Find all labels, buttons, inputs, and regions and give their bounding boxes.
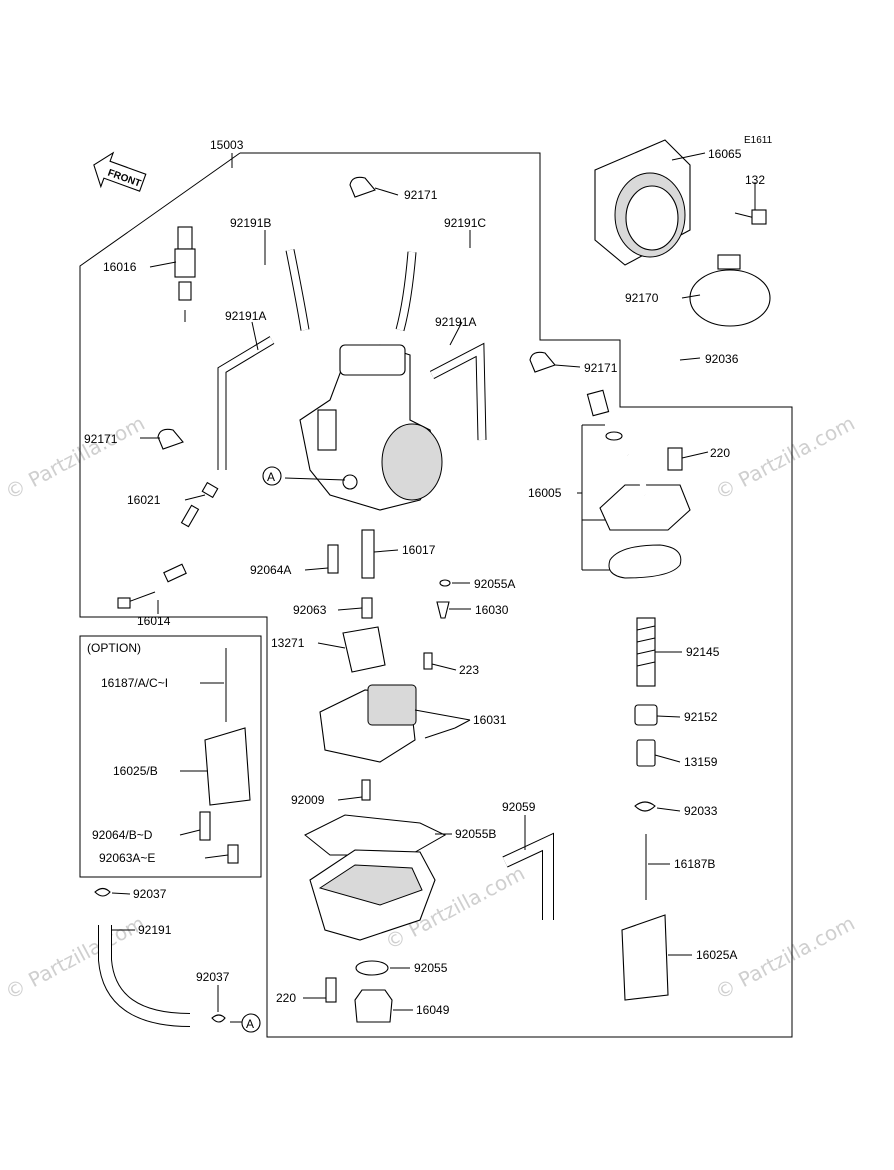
label-92171-mid: 92171 xyxy=(584,361,618,375)
label-16014: 16014 xyxy=(137,614,171,628)
label-92191c: 92191C xyxy=(444,216,486,230)
label-16065: 16065 xyxy=(708,147,742,161)
label-223: 223 xyxy=(459,663,479,677)
label-15003: 15003 xyxy=(210,138,244,152)
ref-mark-a-bottom: A xyxy=(241,1013,261,1033)
label-92145: 92145 xyxy=(686,645,720,659)
label-92170: 92170 xyxy=(625,291,659,305)
intake-adapter xyxy=(594,139,691,266)
watermark-bottom-left: © Partzilla.com xyxy=(1,911,149,1005)
clips-92171 xyxy=(157,176,556,450)
bolt-132 xyxy=(734,209,767,225)
label-92171-left: 92171 xyxy=(84,432,118,446)
label-92064-option: 92064/B~D xyxy=(92,828,153,842)
label-16025-option: 16025/B xyxy=(113,764,158,778)
label-16025a: 16025A xyxy=(696,948,737,962)
label-92037-top: 92037 xyxy=(133,887,167,901)
label-92055a: 92055A xyxy=(474,577,515,591)
ref-mark-a-top-text: A xyxy=(267,470,275,484)
float-bowl xyxy=(304,814,447,1023)
throttle-valve xyxy=(342,626,386,673)
label-16017: 16017 xyxy=(402,543,436,557)
label-92055b: 92055B xyxy=(455,827,496,841)
label-16031: 16031 xyxy=(473,713,507,727)
label-92171-top: 92171 xyxy=(404,188,438,202)
label-16030: 16030 xyxy=(475,603,509,617)
leader-lines xyxy=(111,152,756,1023)
label-16187-option: 16187/A/C~I xyxy=(101,676,168,690)
hose-clamp xyxy=(689,254,771,327)
label-92063: 92063 xyxy=(293,603,327,617)
front-arrow: FRONT xyxy=(93,151,147,192)
label-220-bottom: 220 xyxy=(276,991,296,1005)
throttle-stop-screw xyxy=(174,226,196,322)
diagram-code: E1611 xyxy=(744,135,773,146)
label-92036: 92036 xyxy=(705,352,739,366)
label-220-top: 220 xyxy=(710,446,730,460)
label-132: 132 xyxy=(745,173,765,187)
ref-mark-a-bottom-text: A xyxy=(246,1017,254,1031)
label-16005: 16005 xyxy=(528,486,562,500)
ref-mark-a-top: A xyxy=(262,466,282,486)
label-92037-bottom: 92037 xyxy=(196,970,230,984)
label-92191a-right: 92191A xyxy=(435,315,476,329)
label-13159: 13159 xyxy=(684,755,718,769)
label-16016: 16016 xyxy=(103,260,137,274)
needle-parts xyxy=(621,617,669,1001)
label-92063-option: 92063A~E xyxy=(99,851,155,865)
label-13271: 13271 xyxy=(271,636,305,650)
label-16187b: 16187B xyxy=(674,857,715,871)
watermark-left: © Partzilla.com xyxy=(1,411,149,505)
label-92191b: 92191B xyxy=(230,216,271,230)
label-92055: 92055 xyxy=(414,961,448,975)
label-92191: 92191 xyxy=(138,923,172,937)
assembly-border xyxy=(79,152,793,1038)
label-92064a: 92064A xyxy=(250,563,291,577)
part-labels: 15003 16065 132 92171 92191B 92191C 1601… xyxy=(84,138,765,1017)
idle-adjust-screw xyxy=(117,563,187,609)
jets-and-needles xyxy=(327,529,451,801)
option-parts xyxy=(199,648,251,864)
pilot-screw xyxy=(180,481,219,528)
option-box xyxy=(79,635,262,878)
watermark-right: © Partzilla.com xyxy=(711,411,859,505)
label-16021: 16021 xyxy=(127,493,161,507)
label-92009: 92009 xyxy=(291,793,325,807)
carburetor-body xyxy=(299,344,443,511)
float-valve-assembly xyxy=(586,389,691,579)
throttle-shaft-assembly xyxy=(319,684,456,763)
option-label: (OPTION) xyxy=(87,641,141,655)
label-92059: 92059 xyxy=(502,800,536,814)
label-92033: 92033 xyxy=(684,804,718,818)
drain-hose xyxy=(502,832,554,920)
label-92152: 92152 xyxy=(684,710,718,724)
overflow-hose xyxy=(94,887,226,1027)
label-16049: 16049 xyxy=(416,1003,450,1017)
label-92191a-left: 92191A xyxy=(225,309,266,323)
